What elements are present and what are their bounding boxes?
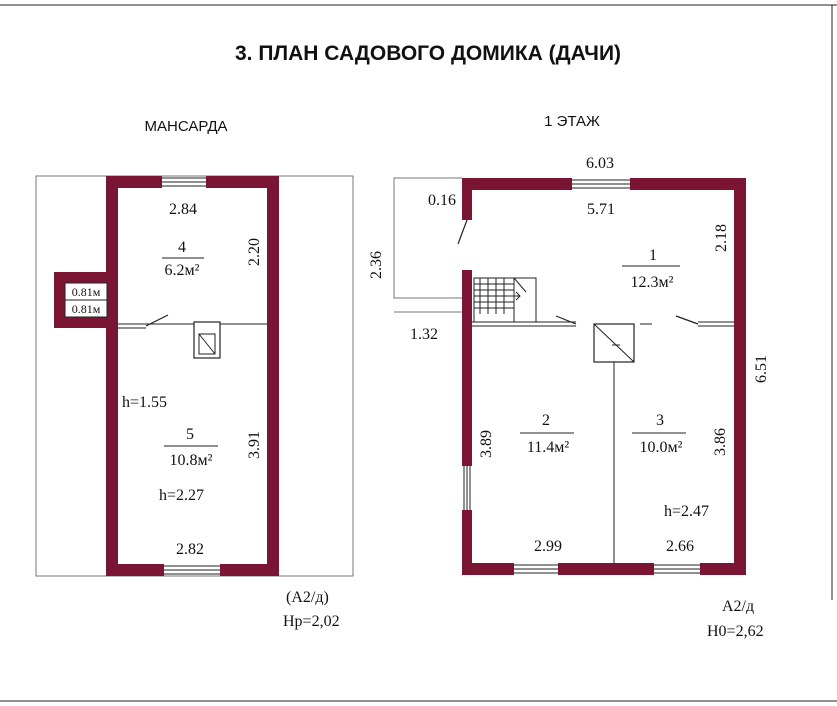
floor1-dim-room1-height: 2.18 [713, 224, 730, 252]
floor1-h-room: h=2.47 [664, 503, 709, 520]
attic-wall-top-right [206, 176, 279, 188]
floor1-wall-bottom-3 [700, 563, 746, 575]
floor1-wall-left-mid [462, 270, 472, 466]
entrance-door-leaf [457, 219, 468, 245]
floor1-heading: 1 ЭТАЖ [544, 113, 600, 130]
attic-chimney-cross [198, 333, 216, 355]
floor1-dim-outer-right: 6.51 [753, 355, 770, 383]
attic-wall-bottom-right [220, 564, 279, 576]
floor1-room3-area: 10.0м² [640, 439, 683, 456]
attic-room4-area: 6.2м² [165, 262, 200, 279]
floor1-room1-number: 1 [649, 247, 657, 264]
attic-h-room: h=2.27 [159, 487, 204, 504]
attic-h-low: h=1.55 [122, 394, 167, 411]
floor1-stove-diag [593, 323, 635, 363]
floor1-wall-bottom-2 [558, 563, 654, 575]
floor1-dim-wall-corner: 0.16 [428, 192, 456, 209]
floor1-wall-top-left [462, 178, 572, 190]
attic-plan [35, 175, 354, 577]
floor1-dim-porch-width: 1.32 [410, 326, 438, 343]
floor1-dim-room3-height: 3.86 [712, 428, 729, 456]
floor1-dim-bottom-right: 2.66 [666, 538, 694, 555]
attic-wall-top-left [106, 176, 162, 188]
floor1-window-bottom-2 [654, 564, 700, 574]
attic-wall-left [106, 176, 118, 576]
floor1-wall-left-top [462, 178, 472, 220]
attic-room5-number: 5 [186, 426, 194, 443]
attic-roof-outline [35, 175, 354, 577]
floor1-wall-bottom-1 [462, 563, 514, 575]
attic-window-bottom [164, 565, 220, 575]
attic-footer-b: Нр=2,02 [283, 613, 340, 630]
floor1-room3-number: 3 [656, 412, 664, 429]
floor1-footer-b: Н0=2,62 [707, 623, 764, 640]
attic-room5-area: 10.8м² [170, 452, 213, 469]
attic-window-top [162, 177, 206, 187]
attic-niche-dim-1: 0.81м [72, 285, 101, 299]
page-title: 3. ПЛАН САДОВОГО ДОМИКА (ДАЧИ) [235, 42, 621, 65]
attic-dim-room5-height: 3.91 [246, 431, 263, 459]
floor1-plan [393, 177, 746, 575]
floor1-window-bottom-1 [514, 564, 558, 574]
floor1-staircase [473, 277, 537, 323]
floor1-wall-right [734, 178, 746, 575]
floor1-dim-bottom-left: 2.99 [534, 538, 562, 555]
floor1-door-leaf-1 [555, 315, 577, 325]
floor1-window-left [463, 466, 471, 510]
floor1-room1-area: 12.3м² [631, 274, 674, 291]
attic-wall-bottom-left [106, 564, 164, 576]
attic-wall-right [267, 176, 279, 576]
floor1-footer-a: А2/д [722, 598, 754, 615]
floor1-dim-porch-height: 2.36 [368, 251, 385, 279]
attic-dim-room4-height: 2.20 [246, 238, 263, 266]
attic-footer-a: (А2/д) [286, 589, 329, 606]
floor1-room2-area: 11.4м² [527, 439, 570, 456]
floor1-wall-left-bottom [462, 510, 472, 575]
floor1-dim-inner-top: 5.71 [587, 201, 615, 218]
attic-dim-bottom-width: 2.82 [176, 541, 204, 558]
porch-outline [393, 177, 462, 299]
floor1-room2-number: 2 [542, 412, 550, 429]
floor1-dim-room2-height: 3.89 [478, 430, 495, 458]
attic-door-leaf [145, 314, 169, 327]
attic-heading: МАНСАРДА [144, 118, 227, 135]
attic-room4-number: 4 [178, 239, 186, 256]
floor1-dim-outer-top: 6.03 [586, 155, 614, 172]
attic-dim-top-width: 2.84 [169, 201, 197, 218]
floor1-wall-top-right [630, 178, 746, 190]
floor1-window-top [572, 179, 630, 189]
attic-niche-dim-2: 0.81м [72, 302, 101, 316]
floor1-door-leaf-2 [675, 315, 699, 325]
